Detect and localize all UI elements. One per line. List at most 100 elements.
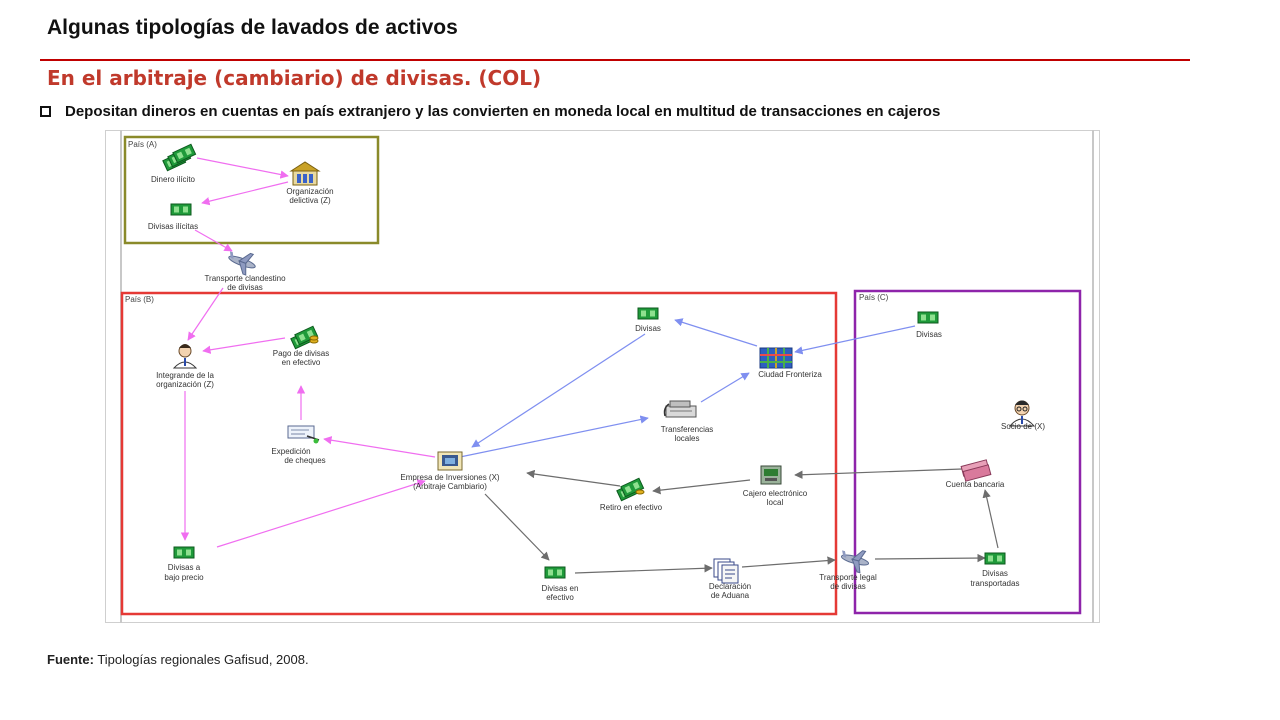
- banknote-icon: [917, 311, 939, 324]
- node-organizacion-label-2: delictiva (Z): [289, 196, 331, 205]
- node-divisas-c: Divisas: [916, 311, 942, 339]
- node-transporte-legal: Transporte legal de divisas: [819, 550, 877, 591]
- node-transporte-clandestino-label-2: de divisas: [227, 283, 263, 292]
- source-text: Tipologías regionales Gafisud, 2008.: [93, 652, 309, 667]
- banknote-icon: [173, 546, 195, 559]
- banknote-icon: [637, 307, 659, 320]
- diagram-canvas: [105, 130, 1100, 623]
- node-transferencias-label-1: Transferencias: [661, 425, 714, 434]
- arrow-pago-integrante: [202, 337, 286, 354]
- node-integrante-label-2: organización (Z): [156, 380, 214, 389]
- node-empresa: Empresa de Inversiones (X) (Arbitraje Ca…: [400, 451, 500, 491]
- slide-title: Algunas tipologías de lavados de activos: [47, 16, 458, 39]
- node-transporte-legal-label-2: de divisas: [830, 582, 866, 591]
- arrow-divisas-empresa: [471, 333, 646, 448]
- arrow-divisas-bajo-empresa: [216, 479, 426, 548]
- arrow-ciudad-divisas: [674, 318, 758, 347]
- node-pago-divisas-label-1: Pago de divisas: [273, 349, 329, 358]
- slide-subtitle: En el arbitraje (cambiario) de divisas. …: [47, 66, 542, 90]
- arrow-dinero-organizacion: [196, 157, 289, 179]
- arrow-empresa-expedicion: [323, 436, 436, 458]
- arrow-cajero-retiro: [652, 479, 751, 495]
- node-integrante-label-1: Integrande de la: [156, 371, 214, 380]
- node-declaracion-label-2: de Aduana: [711, 591, 750, 600]
- node-divisas-bajo: Divisas a bajo precio: [164, 546, 204, 582]
- arrow-retiro-empresa: [526, 469, 621, 487]
- node-cajero: Cajero electrónico local: [743, 465, 808, 507]
- cheque-icon: [287, 425, 320, 444]
- node-divisas-bajo-label-1: Divisas a: [168, 563, 201, 572]
- document-icon: [713, 558, 739, 584]
- node-divisas-efectivo: Divisas en efectivo: [542, 566, 579, 602]
- building-icon: [289, 161, 321, 186]
- region-pais-c: [853, 289, 1082, 615]
- node-divisas-b-label: Divisas: [635, 324, 661, 333]
- arrow-empresa-divisas-efectivo: [484, 493, 550, 561]
- node-divisas-b: Divisas: [635, 307, 661, 333]
- node-ciudad-fronteriza-label: Ciudad Fronteriza: [758, 370, 822, 379]
- bullet-point: Depositan dineros en cuentas en país ext…: [40, 103, 940, 120]
- node-divisas-c-label: Divisas: [916, 330, 942, 339]
- node-transporte-clandestino: Transporte clandestino de divisas: [204, 251, 286, 292]
- node-socio: Socio de (X): [1001, 400, 1045, 431]
- node-dinero-ilicito-label: Dinero ilícito: [151, 175, 196, 184]
- region-pais-b: [120, 291, 838, 616]
- node-integrante: Integrande de la organización (Z): [156, 344, 214, 389]
- phone-fax-icon: [663, 400, 697, 418]
- checkbox-bullet-icon: [40, 106, 51, 117]
- arrow-divisas-transportadas-cuenta: [982, 489, 999, 549]
- node-divisas-transportadas-label-2: transportadas: [971, 579, 1020, 588]
- node-declaracion: Declaración de Aduana: [709, 558, 751, 600]
- node-expedicion-label-2: de cheques: [284, 456, 325, 465]
- arrow-divisas-efectivo-declaracion: [574, 564, 713, 574]
- title-divider: [40, 59, 1190, 61]
- node-divisas-ilicitas-label: Divisas ilícitas: [148, 222, 198, 231]
- source-label: Fuente:: [47, 652, 94, 667]
- typology-diagram: País (A) País (B) País (C): [105, 130, 1100, 623]
- arrow-transporte-legal-divisas-transportadas: [874, 553, 986, 563]
- arrow-divisas-c-ciudad: [794, 325, 916, 355]
- node-divisas-efectivo-label-1: Divisas en: [542, 584, 579, 593]
- node-retiro: Retiro en efectivo: [600, 477, 663, 512]
- node-divisas-ilicitas: Divisas ilícitas: [148, 203, 198, 231]
- node-ciudad-fronteriza: Ciudad Fronteriza: [758, 347, 822, 379]
- node-dinero-ilicito: Dinero ilícito: [151, 143, 197, 184]
- node-cajero-label-1: Cajero electrónico: [743, 489, 808, 498]
- node-expedicion: Expedición de cheques: [271, 425, 326, 465]
- bullet-text: Depositan dineros en cuentas en país ext…: [65, 103, 941, 120]
- banknote-icon: [544, 566, 566, 579]
- region-pais-c-label: País (C): [859, 293, 889, 302]
- region-pais-a-label: País (A): [128, 140, 157, 149]
- airplane-icon: [228, 251, 256, 276]
- airplane-icon: [840, 550, 870, 574]
- node-divisas-efectivo-label-2: efectivo: [546, 593, 574, 602]
- node-empresa-label-2: (Arbitraje Cambiario): [413, 482, 487, 491]
- node-pago-divisas-label-2: en efectivo: [282, 358, 321, 367]
- person-icon: [172, 344, 198, 369]
- money-coins-icon: [616, 477, 645, 502]
- node-divisas-transportadas: Divisas transportadas: [971, 552, 1020, 588]
- arrow-divisas-ilicitas-transporte: [194, 229, 233, 252]
- atm-icon: [760, 465, 782, 485]
- person-glasses-icon: [1008, 400, 1036, 427]
- arrow-cuenta-cajero: [794, 468, 963, 479]
- arrow-declaracion-transporte-legal: [741, 556, 836, 568]
- region-pais-b-label: País (B): [125, 295, 154, 304]
- arrow-organizacion-divisas-ilicitas: [201, 181, 289, 206]
- node-divisas-transportadas-label-1: Divisas: [982, 569, 1008, 578]
- node-divisas-bajo-label-2: bajo precio: [164, 573, 204, 582]
- arrow-transferencias-ciudad: [700, 372, 750, 403]
- node-retiro-label: Retiro en efectivo: [600, 503, 663, 512]
- node-expedicion-label-1: Expedición: [271, 447, 310, 456]
- node-socio-label: Socio de (X): [1001, 422, 1045, 431]
- node-transporte-clandestino-label-1: Transporte clandestino: [204, 274, 286, 283]
- region-pais-a: [123, 135, 380, 245]
- node-cajero-label-2: local: [767, 498, 784, 507]
- node-declaracion-label-1: Declaración: [709, 582, 751, 591]
- node-empresa-label-1: Empresa de Inversiones (X): [400, 473, 499, 482]
- node-cuenta-bancaria-label: Cuenta bancaria: [946, 480, 1005, 489]
- city-grid-icon: [759, 347, 793, 369]
- arrow-empresa-transferencias: [459, 415, 649, 458]
- banknote-icon: [984, 552, 1006, 565]
- banknote-icon: [170, 203, 192, 216]
